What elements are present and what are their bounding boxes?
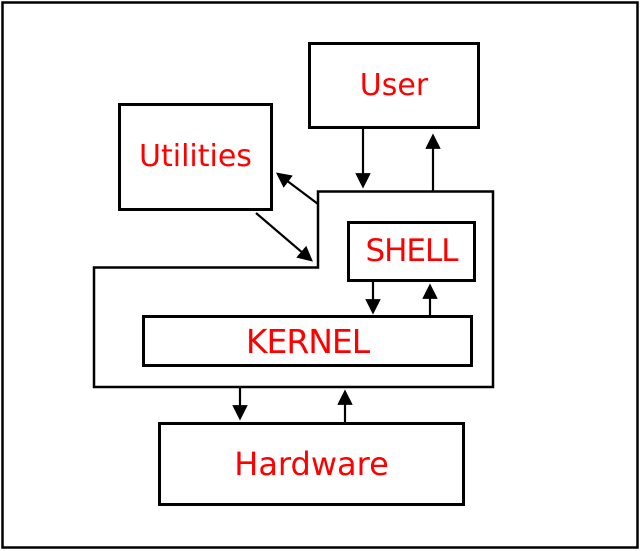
- os-boundary-outline: [92, 190, 495, 389]
- arrow-os-to-utilities: [275, 172, 319, 205]
- user-box-label: User: [359, 67, 429, 103]
- hardware-box: Hardware: [158, 422, 465, 506]
- kernel-box: KERNEL: [142, 315, 473, 367]
- shell-box: SHELL: [347, 221, 476, 282]
- shell-box-label: SHELL: [365, 233, 458, 269]
- user-box: User: [308, 42, 480, 129]
- utilities-box-label: Utilities: [139, 139, 252, 174]
- arrow-utilities-to-os: [255, 212, 313, 262]
- utilities-box: Utilities: [118, 103, 273, 211]
- hardware-box-label: Hardware: [234, 445, 389, 483]
- kernel-box-label: KERNEL: [245, 321, 370, 361]
